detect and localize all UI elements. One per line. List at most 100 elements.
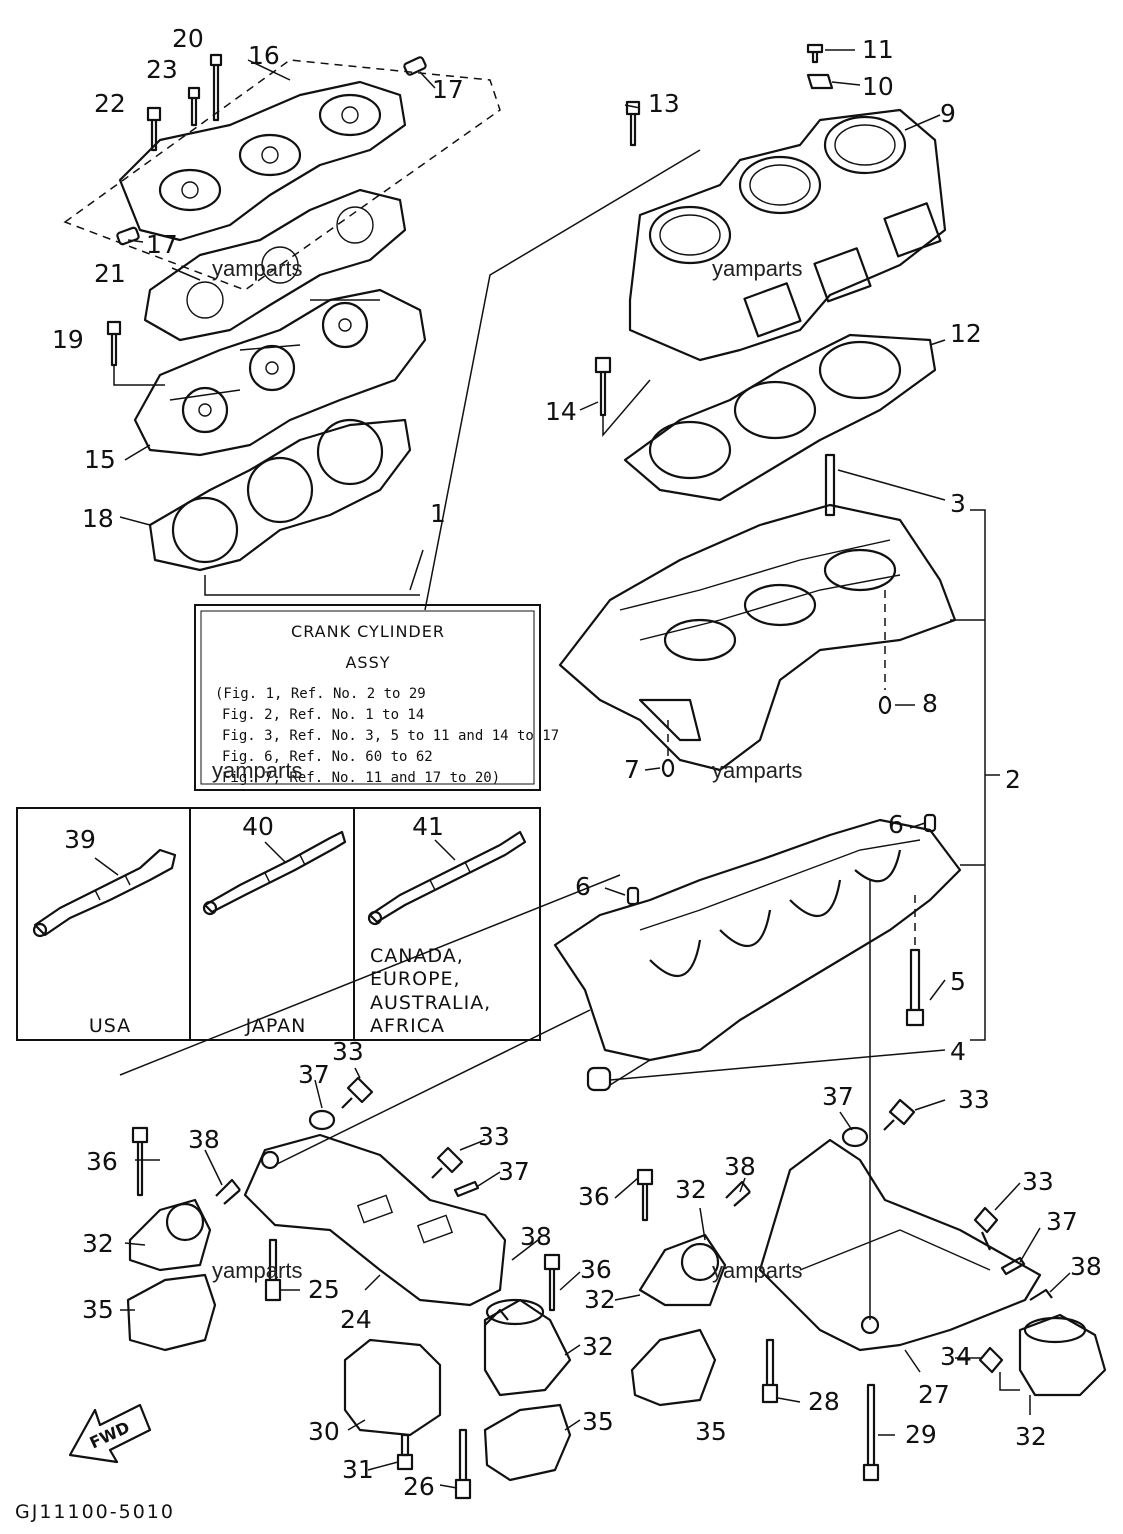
crankcase-upper [558,453,957,778]
washer [841,1126,869,1148]
watermark: yamparts [212,1258,302,1283]
callout-36: 36 [86,1147,118,1176]
callout-4: 4 [950,1037,966,1066]
callout-17: 17 [146,230,178,259]
callout-6: 6 [575,872,591,901]
bolt [341,1076,374,1109]
bolt [862,1383,880,1482]
callout-37: 37 [1046,1207,1078,1236]
callout-7: 7 [624,755,640,784]
callout-31: 31 [342,1455,374,1484]
watermark: yamparts [212,256,302,281]
callout-26: 26 [403,1472,435,1501]
bolt [636,1168,654,1222]
region-line: EUROPE, [370,968,461,990]
callout-32: 32 [582,1332,614,1361]
cover-group-outline [63,59,501,291]
bolt [264,1238,282,1302]
base-gasket-right [623,333,937,502]
note-line: Fig. 3, Ref. No. 3, 5 to 11 and 14 to 17 [222,728,559,744]
watermarks: yamparts yamparts yamparts yamparts yamp… [212,256,802,1283]
callout-21: 21 [94,259,126,288]
callout-36: 36 [578,1182,610,1211]
fwd-label: FWD [87,1418,133,1453]
dowel-pin [403,56,427,76]
callout-40: 40 [242,812,274,841]
callout-23: 23 [146,55,178,84]
callout-24: 24 [340,1305,372,1334]
callout-5: 5 [950,967,966,996]
dowel-pin [116,226,140,246]
note-line: (Fig. 1, Ref. No. 2 to 29 [215,686,426,702]
callout-36: 36 [580,1255,612,1284]
engine-mount-bracket-left [243,1009,591,1307]
note-line: Fig. 7, Ref. No. 11 and 17 to 20) [222,770,500,786]
bolt [454,1428,472,1500]
callout-16: 16 [248,41,280,70]
bolt [978,1346,1004,1374]
callout-1: 1 [430,499,446,528]
callout-35: 35 [82,1295,114,1324]
cylinder-block [594,43,947,438]
callout-17: 17 [432,75,464,104]
callout-33: 33 [958,1085,990,1114]
callout-32: 32 [675,1175,707,1204]
region-line: AUSTRALIA, [370,992,491,1014]
callout-20: 20 [172,24,204,53]
rubber-mount [128,1198,212,1272]
shaft-export [367,830,527,926]
cylinder-head [106,288,427,457]
callout-10: 10 [862,72,894,101]
callout-29: 29 [905,1420,937,1449]
callout-18: 18 [82,504,114,533]
head-cover [118,80,407,242]
bolt [543,1253,561,1312]
engine-mount-bracket-right [758,880,1042,1352]
clip [215,1178,241,1205]
clip [725,1180,751,1207]
callout-22: 22 [94,89,126,118]
bolt [973,1206,999,1251]
bolt [146,106,162,152]
callout-14: 14 [545,397,577,426]
callout-32: 32 [82,1229,114,1258]
head-gasket [143,188,407,342]
bolt [431,1146,464,1179]
note-title-line2: ASSY [345,653,390,672]
callout-38: 38 [1070,1252,1102,1281]
region-japan: JAPAN [245,1015,307,1037]
fwd-arrow: FWD [68,1403,152,1464]
note-line: Fig. 2, Ref. No. 1 to 14 [222,707,424,723]
bolt [761,1338,779,1404]
callout-37: 37 [298,1060,330,1089]
shaft-variants-table: 39 40 41 USA JAPAN CANADA, EUROPE, AUSTR… [16,807,541,1041]
watermark: yamparts [712,256,802,281]
callout-34: 34 [940,1342,972,1371]
callout-33: 33 [1022,1167,1054,1196]
callout-41: 41 [412,812,444,841]
mount-cover [126,1273,217,1352]
watermark: yamparts [712,758,802,783]
shaft-japan [202,830,347,916]
callout-39: 39 [64,825,96,854]
head-cover-group [63,53,501,291]
bolt [131,1126,149,1197]
callout-33: 33 [332,1037,364,1066]
callout-38: 38 [520,1222,552,1251]
callout-35: 35 [582,1407,614,1436]
pin [453,1180,480,1198]
note-title-line1: CRANK CYLINDER [291,622,445,641]
callout-12: 12 [950,319,982,348]
washer [308,1109,336,1131]
rubber-mount [638,1233,727,1307]
mount-cover [483,1403,572,1482]
callout-38: 38 [188,1125,220,1154]
callout-6: 6 [888,810,904,839]
pin [1000,1256,1026,1276]
callout-labels: 1 2 3 4 5 6 6 7 8 9 10 11 12 13 14 15 16… [52,24,1102,1501]
callout-37: 37 [498,1157,530,1186]
callout-38: 38 [724,1152,756,1181]
crankcase-lower [553,813,962,1092]
rubber-mount [483,1298,572,1397]
